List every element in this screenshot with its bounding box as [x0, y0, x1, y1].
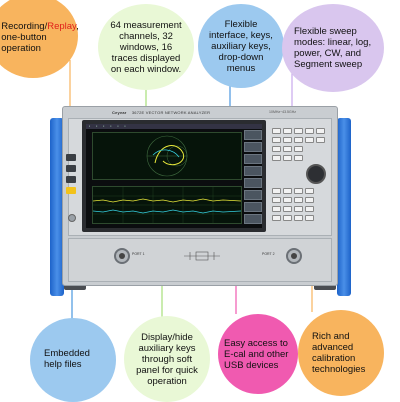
- screen-menu-bar: ▪ ▪ ▪ ▪ ▪ ▪: [86, 124, 262, 129]
- trace-cyan: [92, 209, 242, 214]
- smith-chart: [146, 135, 188, 177]
- soft-key[interactable]: [244, 154, 262, 164]
- callout-display-text: Display/hide auxiliary keys through soft…: [136, 331, 198, 387]
- numeric-key[interactable]: [283, 215, 292, 221]
- numeric-key[interactable]: [272, 206, 281, 212]
- right-foot: [314, 284, 336, 290]
- callout-sweep-modes: Flexible sweep modes: linear, log, power…: [282, 4, 384, 92]
- numeric-key[interactable]: [283, 188, 292, 194]
- vector-network-analyzer: Ceyear 3672E VECTOR NETWORK ANALYZER 10M…: [62, 106, 338, 286]
- left-foot: [64, 284, 86, 290]
- numeric-key[interactable]: [294, 215, 303, 221]
- numeric-key[interactable]: [305, 197, 314, 203]
- rotary-knob[interactable]: [306, 164, 326, 184]
- numeric-key[interactable]: [283, 206, 292, 212]
- callout-usb-access: Easy access to E-cal and other USB devic…: [218, 314, 298, 394]
- soft-key[interactable]: [244, 214, 262, 224]
- keypad-key[interactable]: [272, 137, 281, 143]
- record-replay-key[interactable]: [66, 187, 76, 194]
- port-schematic: [184, 251, 220, 261]
- callout-calibration: Rich and advanced calibration technologi…: [298, 310, 384, 396]
- numeric-key[interactable]: [294, 197, 303, 203]
- function-key[interactable]: [66, 154, 76, 161]
- model-name: 3672E VECTOR NETWORK ANALYZER: [131, 110, 211, 115]
- menu-item[interactable]: ▪: [96, 124, 98, 128]
- soft-key[interactable]: [244, 130, 262, 140]
- keypad-key[interactable]: [272, 146, 281, 152]
- frequency-range: 10MHz~43.5GHz: [269, 110, 296, 114]
- keypad-key[interactable]: [294, 146, 303, 152]
- numeric-key[interactable]: [272, 215, 281, 221]
- numeric-key[interactable]: [305, 215, 314, 221]
- port-2-label: PORT 2: [262, 252, 275, 256]
- keypad-key[interactable]: [305, 137, 314, 143]
- callout-help-files: Embedded help files: [30, 318, 116, 402]
- callout-record-text-after: , one-button operation: [1, 20, 79, 54]
- menu-item[interactable]: ▪: [117, 124, 119, 128]
- menu-item[interactable]: ▪: [103, 124, 105, 128]
- left-handle: [50, 118, 64, 296]
- port-2-connector[interactable]: [286, 248, 302, 264]
- keypad-key[interactable]: [294, 137, 303, 143]
- keypad-key[interactable]: [283, 137, 292, 143]
- soft-key[interactable]: [244, 190, 262, 200]
- soft-key-column: [244, 130, 262, 226]
- hard-keypad: [270, 124, 328, 232]
- menu-item[interactable]: ▪: [89, 124, 91, 128]
- function-key[interactable]: [66, 176, 76, 183]
- callout-record-text-before: Recording/: [1, 20, 48, 32]
- numeric-key[interactable]: [272, 197, 281, 203]
- trace-window: [92, 186, 242, 224]
- callout-measurement-channels: 64 measurement channels, 32 windows, 16 …: [98, 4, 194, 90]
- callout-record-replay: Recording/Replay, one-button operation: [0, 0, 79, 78]
- soft-key[interactable]: [244, 178, 262, 188]
- callout-rich-text: Rich and advanced calibration technologi…: [312, 331, 366, 375]
- keypad-key[interactable]: [283, 146, 292, 152]
- keypad-key[interactable]: [283, 128, 292, 134]
- function-key[interactable]: [66, 165, 76, 172]
- callout-flexible-text: Flexible interface, keys, auxiliary keys…: [209, 18, 273, 74]
- keypad-key[interactable]: [272, 128, 281, 134]
- trace-plot: [92, 187, 242, 223]
- trace-yellow: [92, 198, 242, 203]
- smith-chart-window: [92, 132, 242, 180]
- numeric-key[interactable]: [283, 197, 292, 203]
- numeric-key[interactable]: [305, 206, 314, 212]
- port-1-connector[interactable]: [114, 248, 130, 264]
- port-1-label: PORT 1: [132, 252, 145, 256]
- keypad-key[interactable]: [305, 128, 314, 134]
- display-bezel: ▪ ▪ ▪ ▪ ▪ ▪: [82, 120, 266, 232]
- help-key[interactable]: [68, 214, 76, 222]
- soft-key[interactable]: [244, 166, 262, 176]
- soft-key[interactable]: [244, 202, 262, 212]
- keypad-key[interactable]: [283, 155, 292, 161]
- menu-item[interactable]: ▪: [124, 124, 126, 128]
- callout-flexible-interface: Flexible interface, keys, auxiliary keys…: [198, 4, 284, 88]
- numeric-key[interactable]: [305, 188, 314, 194]
- brand-name: Ceyear: [112, 110, 127, 115]
- callout-record-highlight: Replay: [47, 20, 77, 32]
- menu-item[interactable]: ▪: [110, 124, 112, 128]
- callout-easy-text: Easy access to E-cal and other USB devic…: [224, 337, 289, 371]
- keypad-key[interactable]: [316, 137, 325, 143]
- callout-help-text: Embedded help files: [44, 348, 90, 370]
- numeric-key[interactable]: [272, 188, 281, 194]
- callout-channels-text: 64 measurement channels, 32 windows, 16 …: [110, 19, 182, 75]
- keypad-key[interactable]: [294, 155, 303, 161]
- keypad-key[interactable]: [272, 155, 281, 161]
- brand-row: Ceyear 3672E VECTOR NETWORK ANALYZER: [112, 110, 210, 115]
- right-handle: [337, 118, 351, 296]
- numeric-key[interactable]: [294, 188, 303, 194]
- callout-sweep-text: Flexible sweep modes: linear, log, power…: [294, 26, 372, 70]
- left-function-keys: [66, 154, 78, 198]
- keypad-key[interactable]: [294, 128, 303, 134]
- keypad-key[interactable]: [316, 128, 325, 134]
- callout-soft-panel: Display/hide auxiliary keys through soft…: [124, 316, 210, 402]
- numeric-key[interactable]: [294, 206, 303, 212]
- display-screen: ▪ ▪ ▪ ▪ ▪ ▪: [86, 124, 262, 228]
- soft-key[interactable]: [244, 142, 262, 152]
